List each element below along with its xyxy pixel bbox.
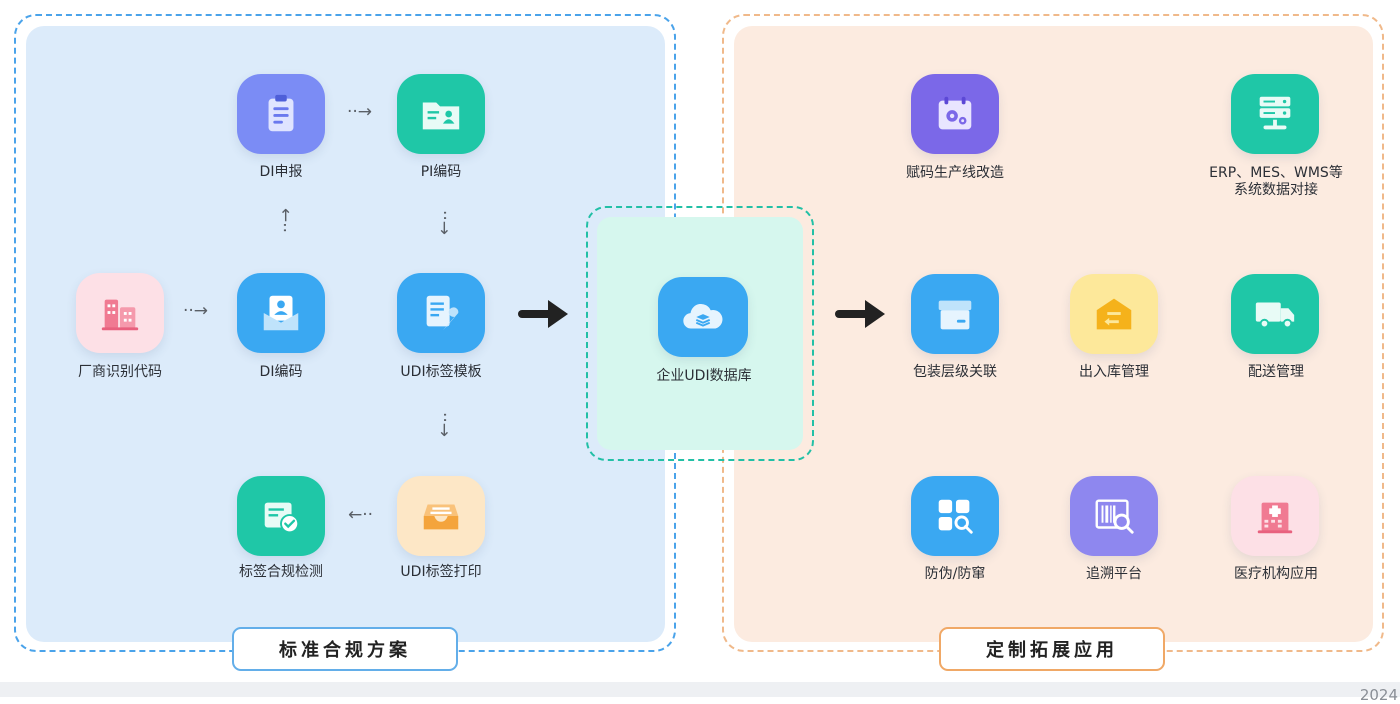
warehouse-label: 出入库管理: [1079, 364, 1149, 380]
arrow-up-icon: ··→: [276, 207, 297, 234]
delivery-label: 配送管理: [1248, 364, 1304, 380]
center-panel-border: [586, 206, 814, 461]
cloud-database-icon: [683, 303, 723, 329]
anti-counterfeit-tile: [911, 476, 999, 556]
di-report-label: DI申报: [259, 164, 303, 180]
arrow-right-icon: ··→: [183, 301, 209, 321]
trace-tile: [1070, 476, 1158, 556]
barcode-search-icon: [1095, 499, 1134, 534]
folder-id-icon: [422, 102, 460, 130]
pi-encode-tile: [397, 74, 485, 154]
building-icon: [101, 299, 139, 331]
medical-tile: [1231, 476, 1319, 556]
custom-extension-button[interactable]: 定制拓展应用: [939, 627, 1165, 671]
calendar-gear-icon: [938, 96, 972, 130]
udi-print-label: UDI标签打印: [400, 564, 482, 580]
database-tile: [658, 277, 748, 357]
id-card-envelope-icon: [263, 295, 299, 331]
erp-label-line1: ERP、MES、WMS等: [1209, 165, 1343, 181]
vendor-code-label: 厂商识别代码: [78, 364, 162, 380]
label-check-label: 标签合规检测: [239, 564, 323, 580]
vendor-code-tile: [76, 273, 164, 353]
di-encode-tile: [237, 273, 325, 353]
big-arrow-right-icon: [518, 300, 568, 328]
udi-template-tile: [397, 273, 485, 353]
trace-label: 追溯平台: [1086, 566, 1142, 582]
clipboard-icon: [268, 94, 294, 132]
arrow-down-icon: ··→: [434, 411, 455, 438]
server-icon: [1259, 96, 1291, 130]
anti-counterfeit-label: 防伪/防窜: [924, 566, 986, 582]
bottom-bar: [0, 682, 1400, 697]
erp-label-line2: 系统数据对接: [1234, 182, 1318, 198]
medical-label: 医疗机构应用: [1234, 566, 1318, 582]
udi-print-tile: [397, 476, 485, 556]
package-box-icon: [938, 300, 972, 330]
delivery-tile: [1231, 274, 1319, 354]
erp-tile: [1231, 74, 1319, 154]
arrow-right-icon: ··→: [347, 102, 373, 122]
packaging-label: 包装层级关联: [913, 364, 997, 380]
arrow-left-icon: ←··: [348, 505, 374, 525]
card-check-icon: [264, 502, 300, 534]
document-wrench-icon: [426, 295, 459, 331]
di-encode-label: DI编码: [259, 364, 303, 380]
inbox-tray-icon: [423, 504, 459, 530]
packaging-tile: [911, 274, 999, 354]
line-upgrade-label: 赋码生产线改造: [906, 165, 1004, 181]
warehouse-tile: [1070, 274, 1158, 354]
di-report-tile: [237, 74, 325, 154]
qr-scan-icon: [938, 499, 973, 534]
truck-icon: [1255, 302, 1295, 329]
arrow-down-icon: ··→: [434, 209, 455, 236]
big-arrow-right-icon: [835, 300, 885, 328]
database-label: 企业UDI数据库: [656, 368, 752, 384]
standard-compliance-button[interactable]: 标准合规方案: [232, 627, 458, 671]
warehouse-icon: [1096, 298, 1132, 330]
year-text: 2024: [1359, 686, 1398, 704]
line-upgrade-tile: [911, 74, 999, 154]
pi-encode-label: PI编码: [420, 164, 462, 180]
udi-template-label: UDI标签模板: [400, 364, 482, 380]
hospital-icon: [1257, 502, 1293, 534]
label-check-tile: [237, 476, 325, 556]
